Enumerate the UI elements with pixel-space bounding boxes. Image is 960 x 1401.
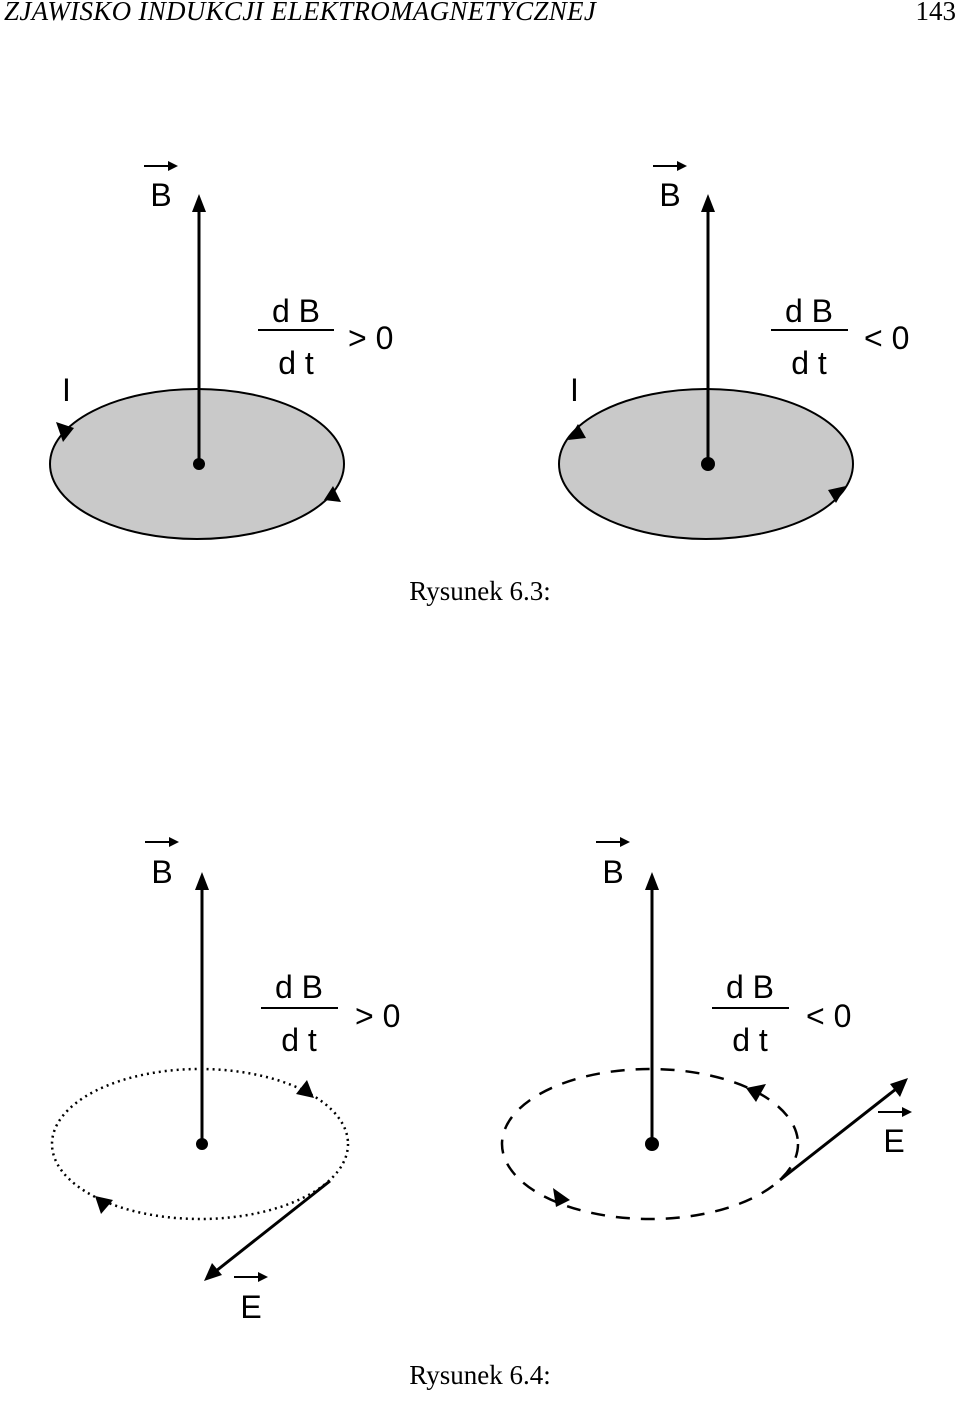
derivative-denominator-right-2: d t: [732, 1022, 768, 1058]
overarrow-head-left: [168, 161, 178, 171]
page-number: 143: [915, 0, 957, 26]
inequality-left: > 0: [348, 320, 393, 356]
current-arrow-icon-left-bottom: [324, 486, 341, 502]
derivative-denominator-left-2: d t: [281, 1022, 317, 1058]
figure-6-4: B d B d t > 0 E B d B d t < 0 E: [50, 837, 912, 1320]
b-vector-label-right: B: [659, 177, 680, 213]
induced-field-loop-left: [50, 1067, 350, 1221]
e-vector-label-left: E: [240, 1289, 261, 1320]
axis-origin-dot-left-2: [196, 1138, 208, 1150]
inequality-right: < 0: [864, 320, 909, 356]
induced-field-loop-right: [500, 1067, 800, 1221]
field-loop-arrow-icon-left-top: [296, 1080, 314, 1098]
figure-6-3: B d B d t > 0 I B d B d t < 0 I: [49, 161, 909, 540]
current-arrow-icon-left-top: [56, 422, 74, 442]
figure-6-4-caption: Rysunek 6.4:: [409, 1360, 551, 1390]
b-vector-label-left-2: B: [151, 854, 172, 890]
current-label-right: I: [570, 372, 579, 408]
overarrow-head-left-2: [169, 837, 179, 847]
field-loop-arrow-icon-left-bottom: [95, 1196, 113, 1214]
axis-origin-dot-right: [701, 457, 715, 471]
e-vector-label-right: E: [883, 1123, 904, 1159]
overarrow-head-e-right: [902, 1107, 912, 1117]
current-arrow-icon-right-top: [568, 424, 586, 440]
e-vector-shaft-right: [779, 1087, 897, 1182]
e-vector-arrowhead-left: [204, 1263, 222, 1281]
overarrow-head-right: [677, 161, 687, 171]
derivative-numerator-left: d B: [272, 293, 320, 329]
derivative-numerator-right-2: d B: [726, 969, 774, 1005]
current-label-left: I: [62, 372, 71, 408]
running-header-title: ZJAWISKO INDUKCJI ELEKTROMAGNETYCZNEJ: [4, 0, 597, 26]
field-loop-arrow-icon-right-bottom: [553, 1188, 570, 1207]
e-vector-arrowhead-right: [890, 1078, 908, 1097]
inequality-left-2: > 0: [355, 998, 400, 1034]
axis-origin-dot-right-2: [645, 1137, 659, 1151]
b-vector-arrowhead-right-2: [645, 872, 659, 890]
axis-origin-dot-left: [193, 458, 205, 470]
overarrow-head-e-left: [258, 1272, 268, 1282]
b-vector-arrowhead-left-2: [195, 872, 209, 890]
overarrow-head-right-2: [620, 837, 630, 847]
b-vector-arrowhead-left: [192, 194, 206, 212]
b-vector-label-right-2: B: [602, 854, 623, 890]
derivative-denominator-right: d t: [791, 345, 827, 381]
field-loop-arrow-icon-right-top: [746, 1084, 766, 1102]
e-vector-shaft-left: [215, 1179, 331, 1273]
current-arrow-icon-right-bottom: [828, 486, 846, 503]
derivative-denominator-left: d t: [278, 345, 314, 381]
derivative-numerator-left-2: d B: [275, 969, 323, 1005]
derivative-numerator-right: d B: [785, 293, 833, 329]
inequality-right-2: < 0: [806, 998, 851, 1034]
b-vector-arrowhead-right: [701, 194, 715, 212]
figure-6-3-caption: Rysunek 6.3:: [409, 576, 551, 606]
b-vector-label-left: B: [150, 177, 171, 213]
